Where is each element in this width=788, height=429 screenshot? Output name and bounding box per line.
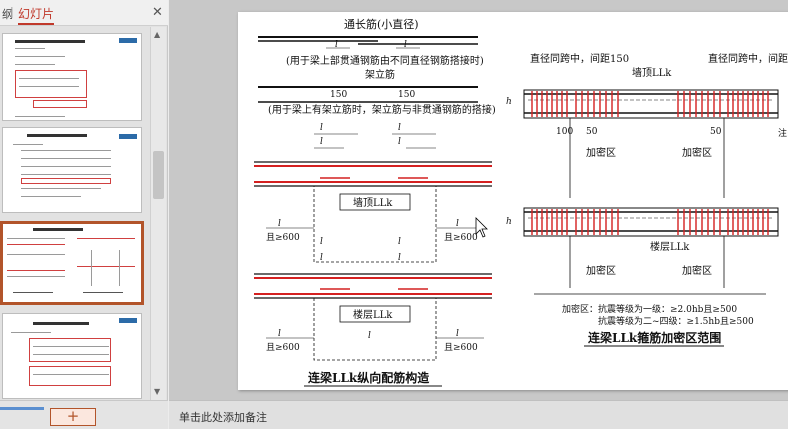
tab-separator: | — [10, 5, 14, 18]
thumbnail-scrollbar[interactable]: ▲ ▼ — [150, 27, 166, 400]
left-caption: 连梁LLk纵向配筋构造 — [308, 370, 430, 385]
la-left-2: l — [278, 329, 281, 339]
stirrups-lower — [531, 209, 769, 235]
erection-text: (用于梁上有架立筋时，架立筋与非贯通钢筋的搭接) — [268, 103, 496, 116]
tab-outline[interactable]: 纲 — [2, 8, 13, 21]
slide-canvas[interactable]: 通长筋(小直径) l l (用于梁上部贯通钢筋由不同直径钢筋搭接时) 架立筋 1… — [238, 12, 788, 390]
la-left-1: l — [278, 219, 281, 229]
ln3-left: l — [320, 123, 323, 133]
slide-thumbnail-1[interactable] — [2, 33, 142, 121]
top-note-title: 通长筋(小直径) — [344, 17, 419, 31]
dim-100: 100 — [556, 127, 573, 137]
notes-placeholder[interactable]: 单击此处添加备注 — [179, 411, 267, 424]
dim-50-left: 50 — [586, 127, 598, 137]
logo-icon — [119, 134, 137, 139]
tab-slides[interactable]: 幻灯片 — [18, 5, 55, 25]
right-caption: 连梁LLk箍筋加密区范围 — [588, 330, 721, 345]
pane-header: 纲 | 幻灯片 ✕ — [0, 0, 168, 26]
la-600-right-2: 且≥600 — [444, 342, 478, 353]
dense-zone-left: 加密区 — [586, 146, 616, 159]
dim-50-right: 50 — [710, 127, 722, 137]
slide-thumbnail-2[interactable] — [2, 127, 142, 213]
ln3-right-2: l — [398, 237, 401, 247]
hb-label-1: h — [506, 97, 512, 107]
logo-icon — [119, 318, 137, 323]
la-600-right-1: 且≥600 — [444, 232, 478, 243]
slides-pane: 纲 | 幻灯片 ✕ — [0, 0, 168, 400]
la-600-left-2: 且≥600 — [266, 342, 300, 353]
pane-footer: + — [0, 400, 168, 429]
slide-thumbnail-4[interactable] — [2, 313, 142, 399]
notes-pane[interactable]: 单击此处添加备注 — [169, 400, 788, 429]
ln4-right-2: l — [398, 253, 401, 263]
ln3-left-2: l — [320, 237, 323, 247]
rebar-drawing: 通长筋(小直径) l l (用于梁上部贯通钢筋由不同直径钢筋搭接时) 架立筋 1… — [254, 17, 788, 387]
scrollbar-thumb[interactable] — [153, 151, 164, 199]
dense-zone-right: 加密区 — [682, 146, 712, 159]
add-slide-button[interactable]: + — [50, 408, 96, 426]
dense-rule-2: 抗震等级为二~四级：≥1.5hb且≥500 — [598, 315, 754, 327]
note-edge: 注:1 — [778, 127, 788, 139]
floor-beam-label: 楼层LLk — [353, 308, 393, 321]
wall-beam-label: 墙顶LLk — [353, 196, 393, 209]
la-600-left-1: 且≥600 — [266, 232, 300, 243]
top-note-text: (用于梁上部贯通钢筋由不同直径钢筋搭接时) — [286, 54, 484, 67]
la-right-2: l — [456, 329, 459, 339]
dense-zone-left-2: 加密区 — [586, 264, 616, 277]
erection-title: 架立筋 — [365, 68, 395, 81]
ln3-right: l — [398, 123, 401, 133]
lle-label-1: l — [335, 40, 338, 50]
dense-mid-right: 直径同跨中，间距150 — [708, 52, 788, 65]
hb-label-2: h — [506, 217, 512, 227]
pane-progress-bar — [0, 407, 44, 410]
dense-zone-right-2: 加密区 — [682, 264, 712, 277]
scroll-up-icon[interactable]: ▲ — [154, 30, 161, 39]
dense-rule-1: 加密区：抗震等级为一级：≥2.0hb且≥500 — [562, 303, 737, 315]
thumbnail-list — [0, 27, 150, 400]
mouse-pointer-icon — [475, 217, 488, 238]
stirrups-upper — [531, 91, 769, 117]
ln4-left-2: l — [320, 253, 323, 263]
close-icon[interactable]: ✕ — [152, 5, 163, 20]
slide-thumbnail-3-selected[interactable] — [0, 221, 144, 305]
dense-mid-left: 直径同跨中，间距150 — [530, 52, 629, 65]
la-right-1: l — [456, 219, 459, 229]
erection-150-left: 150 — [330, 90, 347, 100]
ln-label: l — [368, 331, 371, 341]
ln4-right: l — [398, 137, 401, 147]
lle-label-2: l — [404, 40, 407, 50]
logo-icon — [119, 38, 137, 43]
erection-150-right: 150 — [398, 90, 415, 100]
slide-editor: 通长筋(小直径) l l (用于梁上部贯通钢筋由不同直径钢筋搭接时) 架立筋 1… — [169, 0, 788, 400]
scroll-down-icon[interactable]: ▼ — [154, 387, 161, 396]
floor-beam-right-label: 楼层LLk — [650, 240, 690, 253]
ln4-left: l — [320, 137, 323, 147]
wall-beam-right-label: 墙顶LLk — [632, 66, 672, 79]
